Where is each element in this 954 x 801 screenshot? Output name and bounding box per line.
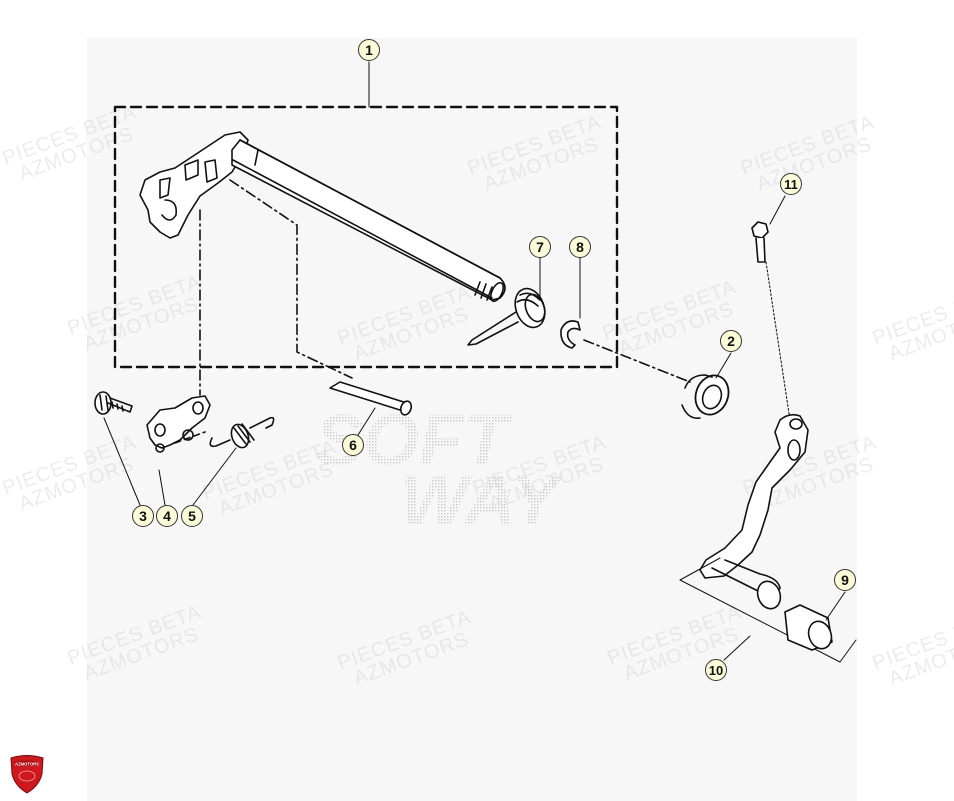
stopper-lever-item-4 [146,395,211,506]
svg-text:AZMOTORS: AZMOTORS [15,762,39,767]
callout-4[interactable]: 4 [156,505,178,527]
callout-9[interactable]: 9 [834,569,856,591]
callout-8[interactable]: 8 [569,236,591,258]
spring-item-5 [192,416,275,506]
callout-3[interactable]: 3 [132,505,154,527]
callout-1[interactable]: 1 [358,39,380,61]
pin-item-6 [329,381,413,436]
circlip-item-8 [560,257,581,349]
azmotors-logo-icon: AZMOTORS [10,755,44,794]
callout-10[interactable]: 10 [705,659,727,681]
callout-7[interactable]: 7 [529,236,551,258]
softway-watermark: SOFT WAY [315,405,565,527]
callout-2[interactable]: 2 [720,330,742,352]
bolt-item-3 [94,391,141,506]
shift-shaft [139,131,506,303]
torsion-spring-item-7 [467,257,546,346]
shift-pedal-item-10 [679,413,857,663]
oil-seal-item-2 [681,352,732,420]
group-box-item-1 [113,105,619,369]
callout-5[interactable]: 5 [181,505,203,527]
svg-text:WAY: WAY [400,461,565,527]
pedal-rubber-item-9 [784,591,846,651]
callout-11[interactable]: 11 [780,173,802,195]
bolt-item-11 [751,195,791,421]
callout-6[interactable]: 6 [342,434,364,456]
